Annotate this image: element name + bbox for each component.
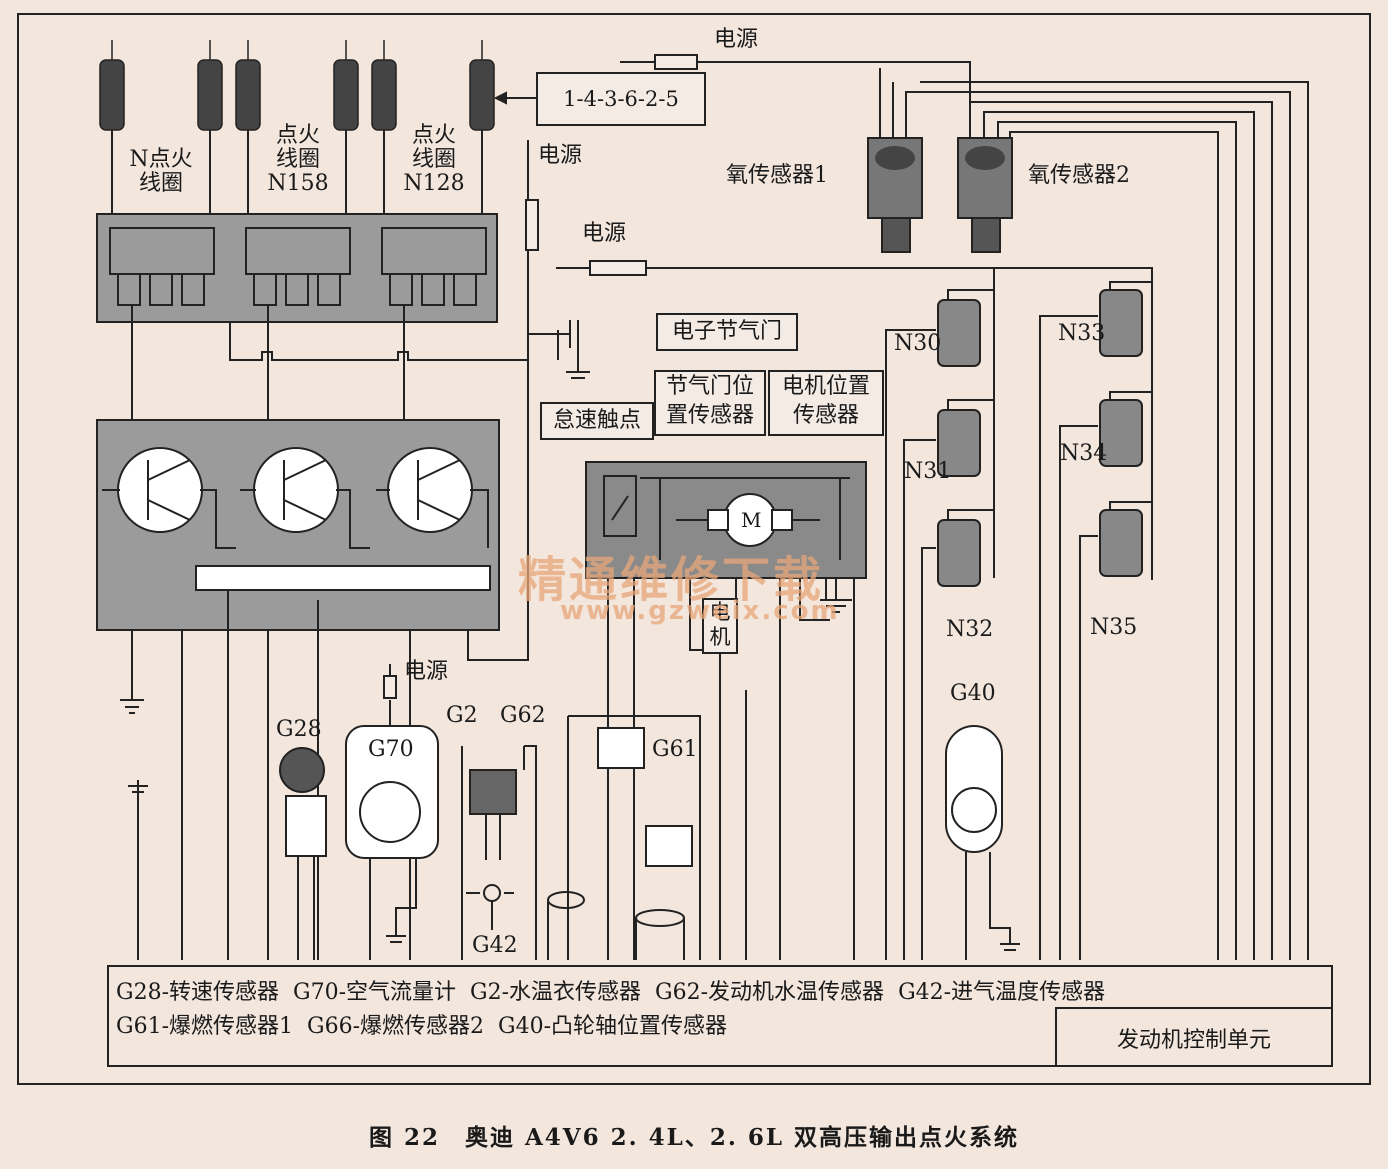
- g42-label: G42: [472, 933, 518, 958]
- spark-plug-5: [371, 40, 397, 131]
- spark-plug-6: [469, 40, 495, 131]
- electronic-throttle-label: 电子节气门: [656, 313, 798, 351]
- power-label-top: 电源: [714, 27, 759, 52]
- motor-symbol: M: [741, 508, 762, 532]
- spark-plugs: [99, 40, 495, 131]
- g2-g62-sensor: [461, 746, 525, 860]
- injectors-left: [937, 299, 981, 587]
- g62-label: G62: [500, 703, 546, 728]
- legend-line-2: G61-爆燃传感器1 G66-爆燃传感器2 G40-凸轮轴位置传感器: [116, 1014, 728, 1039]
- g28-sensor: [279, 747, 325, 793]
- firing-order-box: 1-4-3-6-2-5: [536, 72, 706, 126]
- power-label-mid: 电源: [538, 143, 583, 168]
- g70-label: G70: [368, 737, 414, 762]
- injector-n34-label: N34: [1060, 441, 1108, 466]
- motor-position-label: 电机位置传感器: [768, 370, 884, 436]
- watermark-text: 精通维修下载: [518, 552, 825, 608]
- tps-label: 节气门位置传感器: [654, 370, 766, 436]
- oxygen-sensor-1: [867, 137, 923, 253]
- injector-n32-label: N32: [946, 617, 994, 642]
- spark-plug-3: [235, 40, 261, 131]
- legend-line-1: G28-转速传感器 G70-空气流量计 G2-水温衣传感器 G62-发动机水温传…: [116, 980, 1106, 1005]
- g2-label: G2: [446, 703, 478, 728]
- watermark-url: www.gzweix.com: [560, 596, 840, 626]
- g28-label: G28: [276, 717, 322, 742]
- figure-caption: 图 22 奥迪 A4V6 2. 4L、2. 6L 双高压输出点火系统: [368, 1124, 1020, 1151]
- injector-n33-label: N33: [1058, 321, 1106, 346]
- oxygen-sensor-2-label: 氧传感器2: [1028, 163, 1130, 188]
- power-label-g70: 电源: [404, 659, 449, 684]
- g61-sensor: [597, 727, 645, 769]
- spark-plug-1: [99, 40, 125, 131]
- injector-n31-label: N31: [904, 459, 952, 484]
- coil-label-n: N点火线圈: [129, 147, 193, 196]
- g70-sensor: [345, 725, 439, 859]
- idle-contact-label: 怠速触点: [540, 402, 654, 440]
- ecu-label: 发动机控制单元: [1116, 1028, 1271, 1053]
- power-label-throttle: 电源: [582, 221, 627, 246]
- g61-label: G61: [652, 737, 698, 762]
- injector-n30-label: N30: [894, 331, 942, 356]
- motor-label: 电机: [702, 598, 738, 654]
- g66-sensor: [645, 825, 693, 867]
- oxygen-sensor-2: [957, 137, 1013, 253]
- injector-n35-label: N35: [1090, 615, 1138, 640]
- oxygen-sensor-1-label: 氧传感器1: [726, 163, 828, 188]
- injectors-right: [1099, 289, 1143, 577]
- spark-plug-2: [197, 40, 223, 131]
- g40-label: G40: [950, 681, 996, 706]
- outer-frame: [17, 13, 1371, 1085]
- spark-plug-4: [333, 40, 359, 131]
